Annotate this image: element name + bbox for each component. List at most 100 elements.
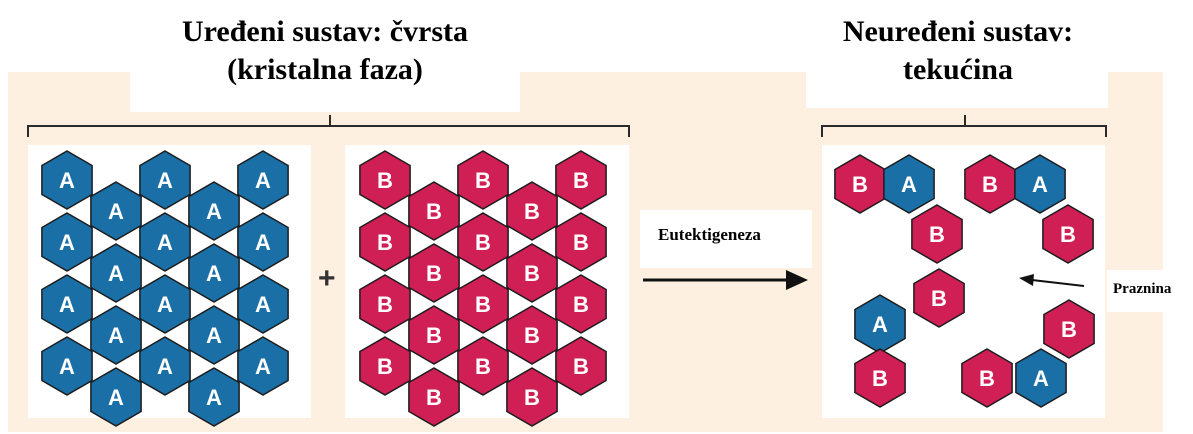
molecule-letter: B <box>475 292 491 317</box>
molecule-letter: A <box>157 354 173 379</box>
hexagon-shape <box>188 367 240 427</box>
molecule-b-hexagon: B <box>555 212 607 272</box>
molecule-letter: A <box>206 261 222 286</box>
molecule-a-hexagon: A <box>139 274 191 334</box>
molecule-b-hexagon: B <box>1043 299 1095 359</box>
molecule-b-hexagon: B <box>854 348 906 408</box>
molecule-letter: B <box>573 292 589 317</box>
hexagon-shape <box>237 150 289 210</box>
molecule-letter: A <box>255 354 271 379</box>
molecule-a-hexagon: A <box>237 274 289 334</box>
molecule-a-hexagon: A <box>883 154 935 214</box>
molecule-letter: B <box>524 323 540 348</box>
hexagon-shape <box>41 212 93 272</box>
molecule-b-hexagon: B <box>911 204 963 264</box>
hexagon-shape <box>188 305 240 365</box>
hexagon-shape <box>457 274 509 334</box>
molecule-a-hexagon: A <box>139 212 191 272</box>
molecule-a-hexagon: A <box>90 367 142 427</box>
hexagon-shape <box>359 212 411 272</box>
cluster-bottom-left: BAB <box>854 268 965 408</box>
hexagon-shape <box>90 243 142 303</box>
bracket-disordered <box>821 115 1107 137</box>
disordered-system-title: Neuređeni sustav: tekućina <box>808 13 1108 89</box>
molecule-b-hexagon: B <box>555 150 607 210</box>
molecule-a-hexagon: A <box>139 336 191 396</box>
molecule-letter: A <box>59 230 75 255</box>
molecule-b-hexagon: B <box>506 305 558 365</box>
molecule-letter: A <box>872 312 888 337</box>
hexagon-shape <box>237 212 289 272</box>
molecule-letter: A <box>157 168 173 193</box>
molecule-letter: B <box>931 286 947 311</box>
molecule-b-hexagon: B <box>457 150 509 210</box>
ordered-system-title: Uređeni sustav: čvrsta (kristalna faza) <box>135 13 515 89</box>
molecule-a-hexagon: A <box>237 336 289 396</box>
label-box-praznina <box>1107 270 1193 312</box>
molecule-letter: A <box>1033 366 1049 391</box>
ordered-title-line1: Uređeni sustav: čvrsta <box>181 15 469 48</box>
molecule-letter: A <box>157 230 173 255</box>
molecule-b-hexagon: B <box>961 348 1013 408</box>
hexagon-shape <box>408 181 460 241</box>
hexagon-shape <box>408 243 460 303</box>
molecule-letter: A <box>59 292 75 317</box>
hexagon-shape <box>139 274 191 334</box>
hexagon-shape <box>506 181 558 241</box>
molecule-letter: B <box>426 323 442 348</box>
void-label: Praznina <box>1113 281 1172 297</box>
molecule-letter: B <box>573 168 589 193</box>
hexagon-shape <box>555 212 607 272</box>
hexagon-shape <box>188 243 240 303</box>
molecule-letter: A <box>108 199 124 224</box>
hexagon-shape <box>555 274 607 334</box>
molecule-letter: B <box>475 230 491 255</box>
molecule-a-hexagon: A <box>1014 154 1066 214</box>
bracket-ordered <box>27 115 630 137</box>
hexagon-shape <box>854 348 906 408</box>
hexagon-shape <box>457 150 509 210</box>
molecule-letter: B <box>979 366 995 391</box>
molecule-b-hexagon: B <box>506 181 558 241</box>
molecule-a-hexagon: A <box>188 367 240 427</box>
molecule-letter: A <box>59 354 75 379</box>
disordered-title-line1: Neuređeni sustav: <box>842 15 1074 48</box>
molecule-b-hexagon: B <box>506 243 558 303</box>
molecule-a-hexagon: A <box>41 274 93 334</box>
molecule-letter: B <box>377 168 393 193</box>
molecule-b-hexagon: B <box>359 212 411 272</box>
hexagon-shape <box>90 367 142 427</box>
hexagon-shape <box>911 204 963 264</box>
hexagon-shape <box>555 336 607 396</box>
molecule-letter: B <box>377 292 393 317</box>
hexagon-shape <box>41 336 93 396</box>
molecule-a-hexagon: A <box>1015 348 1067 408</box>
cluster-bottom-right: BAB <box>961 299 1095 408</box>
molecule-b-hexagon: B <box>555 336 607 396</box>
disordered-title-line2: tekućina <box>902 53 1013 86</box>
hexagon-shape <box>90 305 142 365</box>
hexagon-shape <box>139 150 191 210</box>
molecule-letter: B <box>426 385 442 410</box>
hexagon-shape <box>359 336 411 396</box>
hexagon-shape <box>506 367 558 427</box>
molecule-b-hexagon: B <box>359 150 411 210</box>
hexagon-shape <box>237 274 289 334</box>
hexagon-shape <box>41 274 93 334</box>
molecule-a-hexagon: A <box>188 243 240 303</box>
process-label: Eutektigeneza <box>658 225 761 244</box>
molecule-letter: B <box>982 172 998 197</box>
molecule-letter: A <box>206 323 222 348</box>
molecule-a-hexagon: A <box>90 243 142 303</box>
hexagon-shape <box>41 150 93 210</box>
molecule-letter: A <box>255 168 271 193</box>
hexagon-shape <box>961 348 1013 408</box>
molecule-a-hexagon: A <box>139 150 191 210</box>
molecule-a-hexagon: A <box>188 305 240 365</box>
hexagon-shape <box>457 212 509 272</box>
molecule-letter: B <box>852 172 868 197</box>
